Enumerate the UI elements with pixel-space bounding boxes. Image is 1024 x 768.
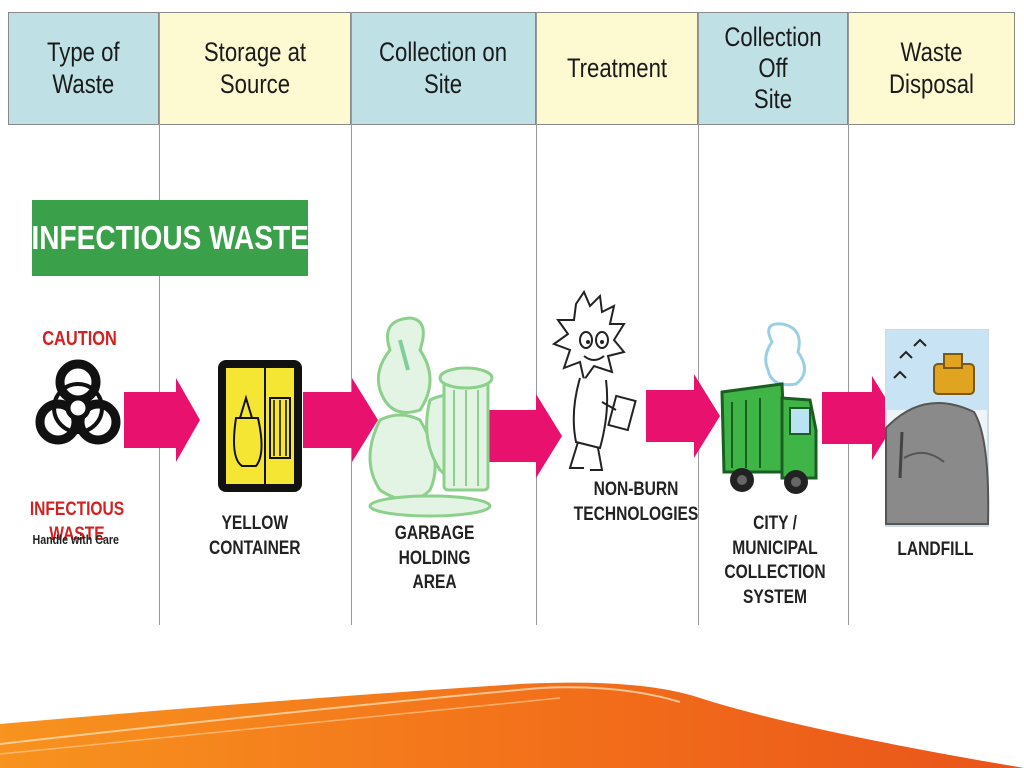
header-storage-at-source: Storage at Source (159, 12, 351, 125)
footer-wave (0, 682, 1024, 768)
landfill-icon (885, 329, 990, 527)
infectious-waste-label: INFECTIOUS WASTE (29, 499, 125, 545)
header-waste-disposal: Waste Disposal (848, 12, 1015, 125)
column-divider (698, 12, 699, 625)
header-treatment: Treatment (536, 12, 698, 125)
garbage-truck-icon (720, 322, 818, 494)
garbage-bags-icon (368, 316, 494, 518)
cartoon-character-icon (551, 289, 637, 471)
column-divider (351, 12, 352, 625)
flow-arrow (822, 376, 898, 460)
biohazard-icon (35, 359, 121, 445)
flow-arrow (303, 378, 378, 462)
infectious-waste-banner: INFECTIOUS WASTE (31, 200, 309, 276)
flow-arrow (646, 374, 720, 458)
column-divider (848, 12, 849, 625)
yellow-container-icon (218, 360, 302, 492)
column-divider (536, 12, 537, 625)
column-divider (159, 12, 160, 625)
caution-label: CAUTION (42, 328, 117, 350)
landfill-label: LANDFILL (896, 539, 974, 560)
handle-with-care-label: Handle with Care (32, 532, 120, 547)
flow-arrow (124, 378, 200, 462)
flow-arrow (483, 394, 562, 478)
